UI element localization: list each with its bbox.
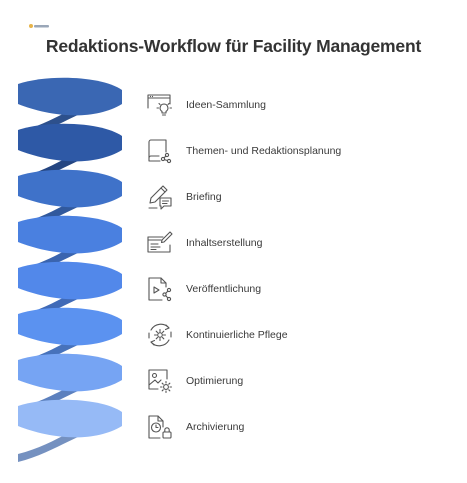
step-label: Veröffentlichung — [186, 283, 262, 295]
step-archivierung: Archivierung — [146, 413, 446, 443]
step-label: Inhaltserstellung — [186, 237, 263, 249]
step-label: Ideen-Sammlung — [186, 99, 266, 111]
spiral-diagram — [18, 77, 122, 462]
step-label: Themen- und Redaktionsplanung — [186, 145, 342, 157]
spiral-coil-1 — [18, 77, 122, 116]
spiral-coil-8 — [18, 399, 122, 438]
step-themen-redaktionsplanung: Themen- und Redaktionsplanung — [146, 137, 446, 167]
document-clock-lock-icon — [148, 415, 172, 439]
step-label: Briefing — [186, 191, 222, 203]
step-label: Archivierung — [186, 421, 245, 433]
spiral-coil-5 — [18, 261, 122, 300]
book-share-icon — [148, 139, 172, 164]
spiral-coil-2 — [18, 123, 122, 162]
step-optimierung: Optimierung — [146, 367, 446, 397]
page-title: Redaktions-Workflow für Facility Managem… — [45, 36, 422, 56]
step-veroeffentlichung: Veröffentlichung — [146, 275, 446, 305]
spiral-coil-7 — [18, 353, 122, 392]
document-edit-icon — [147, 231, 173, 253]
pen-message-icon — [148, 185, 172, 210]
step-briefing: Briefing — [146, 183, 446, 213]
step-inhaltserstellung: Inhaltserstellung — [146, 229, 446, 259]
spiral-coil-3 — [18, 169, 122, 208]
spiral-coil-4 — [18, 215, 122, 254]
play-share-icon — [148, 277, 172, 302]
step-label: Optimierung — [186, 375, 244, 387]
gear-cycle-icon — [148, 323, 172, 347]
image-gear-icon — [148, 369, 173, 394]
step-ideen-sammlung: Ideen-Sammlung — [146, 91, 446, 121]
step-kontinuierliche-pflege: Kontinuierliche Pflege — [146, 321, 446, 351]
spiral-coil-6 — [18, 307, 122, 346]
step-label: Kontinuierliche Pflege — [186, 329, 288, 341]
lightbulb-browser-icon — [147, 94, 173, 116]
napkin-logo — [29, 24, 49, 28]
